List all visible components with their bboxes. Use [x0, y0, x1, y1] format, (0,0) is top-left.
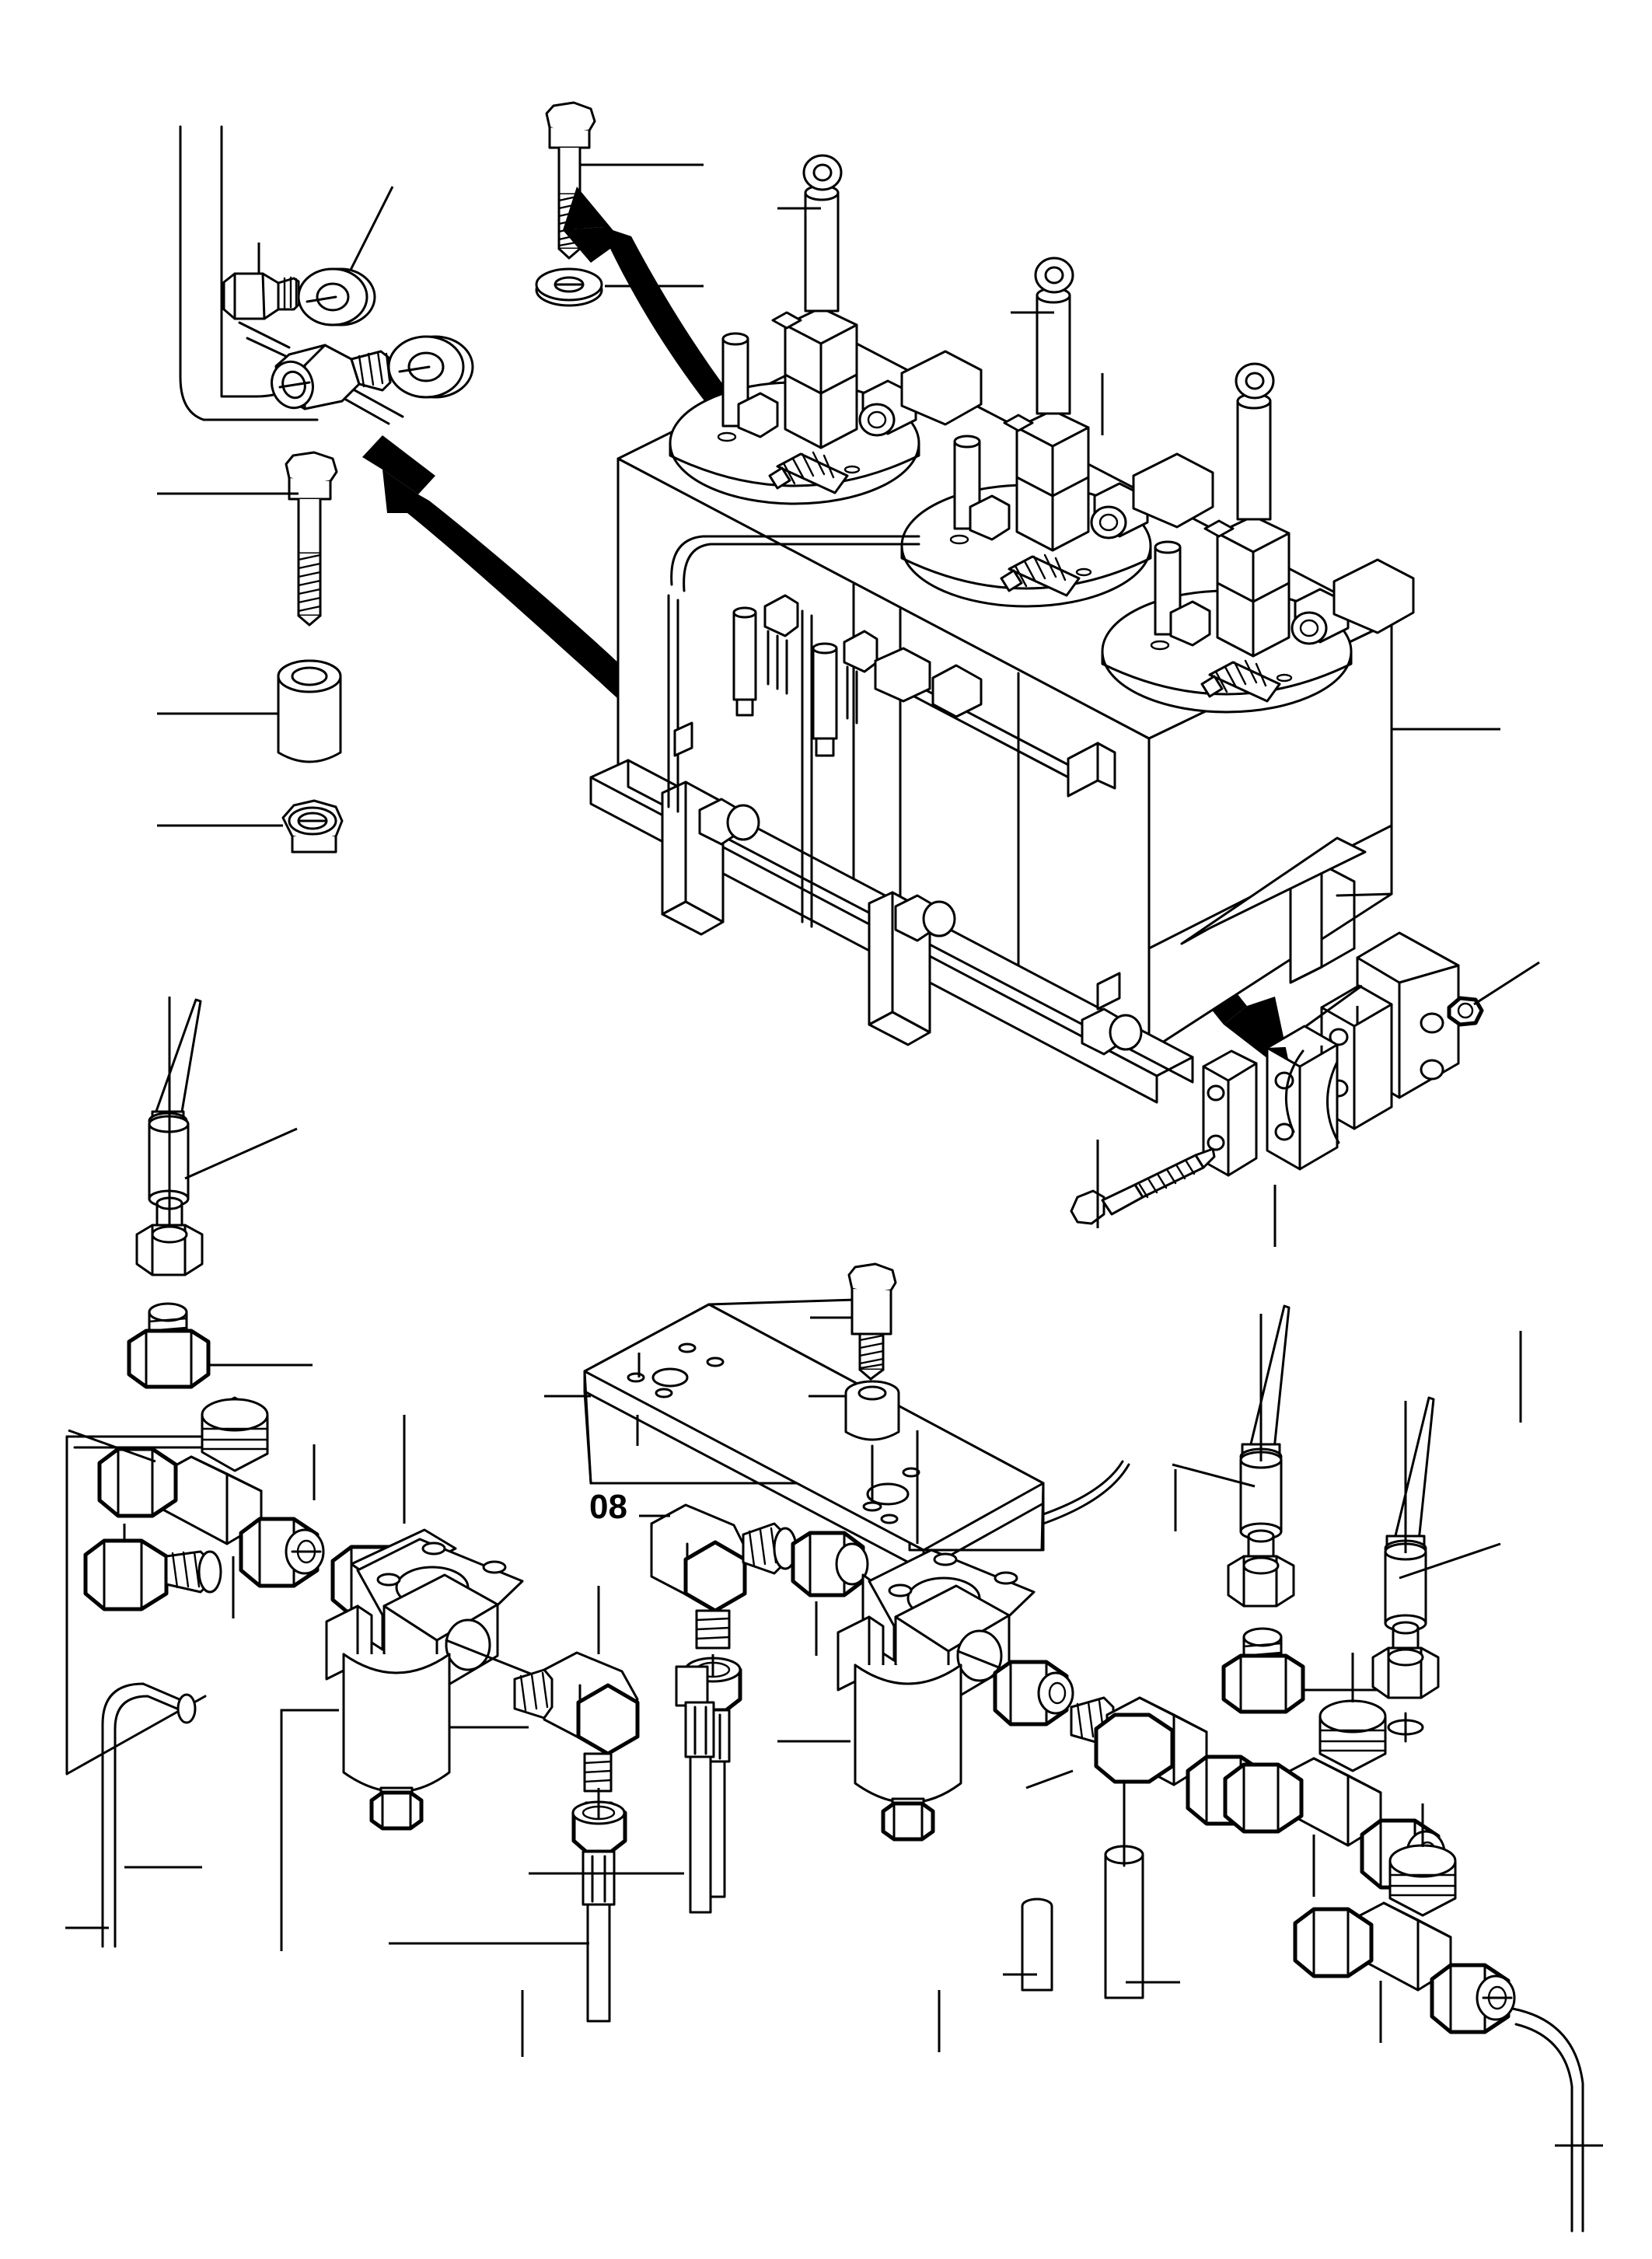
- right-bottom-adapter: [1395, 1629, 1432, 1668]
- hose-assembly-right-1: [1172, 1304, 1399, 1714]
- flat-washer-upper: [535, 267, 603, 307]
- filter-assembly-1: [280, 1415, 546, 1951]
- filter1-inlet-fitting: [83, 1538, 222, 1611]
- hose-adapter-right: [1221, 1627, 1305, 1714]
- detail-upper-left-fittings: [179, 125, 474, 425]
- pump-unit-3: [1101, 362, 1415, 714]
- pump-unit-1: [669, 154, 983, 505]
- hex-bolt-left: [285, 451, 338, 627]
- clamp-bolt: [1070, 1147, 1216, 1225]
- tube-left-of-filter2: [675, 1665, 715, 1914]
- plate-bolt: [847, 1262, 897, 1381]
- tank-side-plumbing: [667, 535, 1143, 1056]
- hose-adapter-left: [127, 1302, 211, 1389]
- tank-assembly: [589, 154, 1500, 1104]
- hose-assembly-left: [127, 997, 313, 1389]
- pump-unit-2: [900, 257, 1214, 608]
- lower-left-curved-tube: [65, 1682, 197, 1948]
- callout-arrow-mid-left: [362, 435, 681, 737]
- hex-nut-left: [281, 799, 344, 854]
- filter1-outlet-elbow: [389, 1586, 640, 2023]
- hose-assembly-right-2: [1371, 1396, 1501, 1743]
- clamp-bracket-set: [1070, 931, 1540, 1247]
- plate-spacer: [844, 1380, 900, 1441]
- filter-assembly-2: [777, 1430, 1057, 1842]
- tube-nut-upper: [222, 272, 300, 320]
- tube-fitting-lower: [271, 344, 392, 410]
- part-callout-08: 08: [589, 1488, 627, 1526]
- run-tee-right-2: [1223, 1699, 1446, 1890]
- clamp-nut: [1447, 996, 1484, 1027]
- sealing-washer-lower: [387, 335, 474, 399]
- lower-center-tube-stubs: [1003, 1841, 1144, 1992]
- bolt-spacer-nut-set: [157, 451, 344, 854]
- run-tee-left: [97, 1396, 325, 1588]
- right-lower-fitting-network: [993, 1653, 1603, 2233]
- spacer-sleeve: [277, 659, 342, 763]
- sealing-washer-upper: [297, 267, 376, 326]
